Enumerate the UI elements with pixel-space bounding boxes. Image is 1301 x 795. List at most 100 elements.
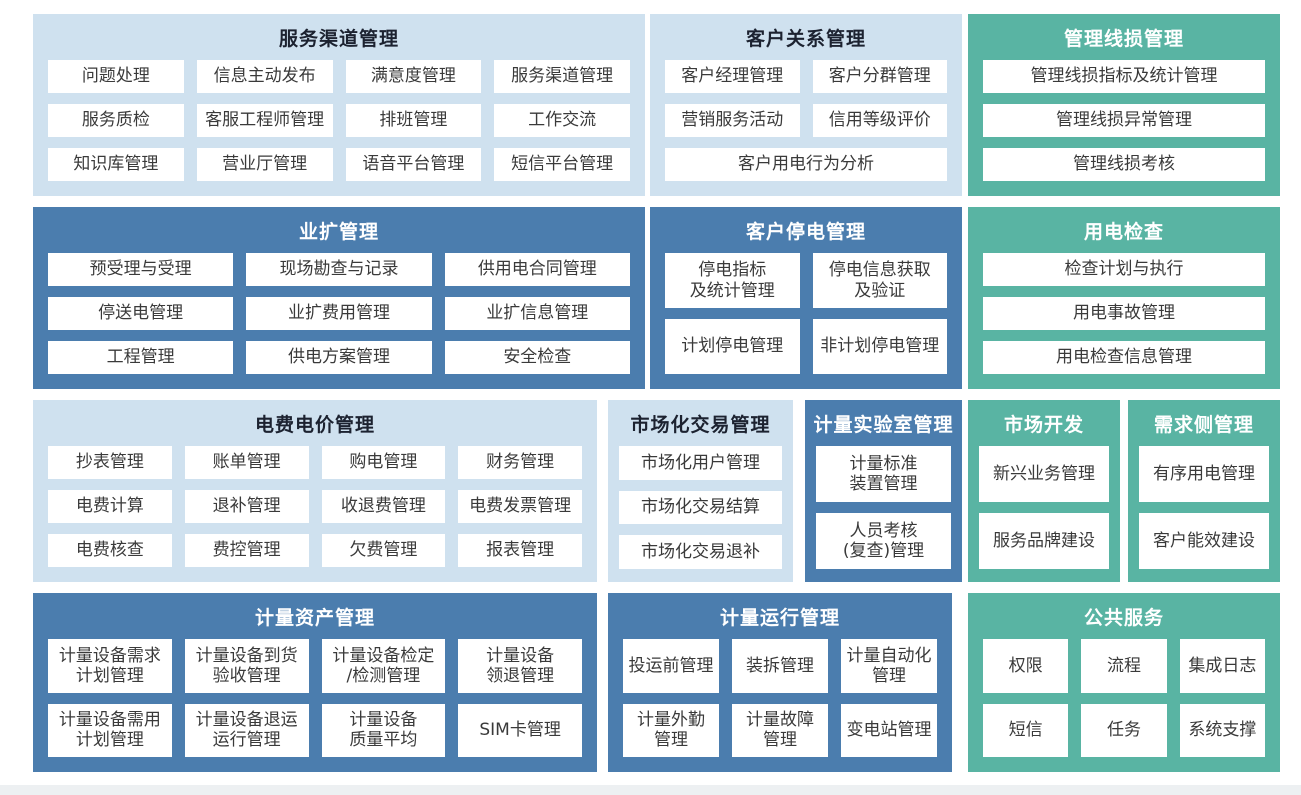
module-cell: 服务渠道管理 [494,60,630,93]
module-cell: 抄表管理 [48,446,172,479]
module-cell: 营销服务活动 [665,104,800,137]
panel-cells: 客户经理管理客户分群管理营销服务活动信用等级评价客户用电行为分析 [650,60,962,196]
panel-cells: 抄表管理账单管理购电管理财务管理电费计算退补管理收退费管理电费发票管理电费核查费… [33,446,597,582]
module-cell: 客户用电行为分析 [665,148,947,181]
module-cell: 语音平台管理 [345,148,482,181]
module-cell: 问题处理 [48,60,184,93]
panel-cells: 计量标准 装置管理人员考核 (复查)管理 [805,446,962,582]
module-cell: 计量设备到货 验收管理 [184,639,309,693]
module-cell: 信用等级评价 [812,104,947,137]
module-cell: 计量设备 质量平均 [321,703,446,757]
module-cell: 用电事故管理 [983,297,1265,330]
module-cell: 短信 [983,703,1069,757]
panel-tariff: 电费电价管理 抄表管理账单管理购电管理财务管理电费计算退补管理收退费管理电费发票… [33,400,597,582]
module-cell: 费控管理 [184,534,309,567]
module-cell: 停电信息获取 及验证 [812,253,947,308]
panel-cells: 计量设备需求 计划管理计量设备到货 验收管理计量设备检定 /检测管理计量设备 领… [33,639,597,772]
module-cell: 计量设备需用 计划管理 [48,703,172,757]
panel-title: 客户停电管理 [745,220,866,243]
module-cell: 停送电管理 [48,297,234,330]
panel-title: 业扩管理 [298,220,379,243]
panel-cells: 管理线损指标及统计管理管理线损异常管理管理线损考核 [968,60,1280,196]
module-cell: 权限 [983,639,1069,693]
panel-power-inspection: 用电检查 检查计划与执行用电事故管理用电检查信息管理 [968,207,1280,389]
module-cell: 计量设备退运 运行管理 [184,703,309,757]
panel-customer-relation: 客户关系管理 客户经理管理客户分群管理营销服务活动信用等级评价客户用电行为分析 [650,14,962,196]
module-cell: 电费核查 [48,534,172,567]
module-cell: 系统支撑 [1179,703,1265,757]
panel-cells: 问题处理信息主动发布满意度管理服务渠道管理服务质检客服工程师管理排班管理工作交流… [33,60,645,196]
module-cell: 市场化交易结算 [619,490,782,525]
panel-metering-lab: 计量实验室管理 计量标准 装置管理人员考核 (复查)管理 [805,400,962,582]
module-cell: 停电指标 及统计管理 [665,253,800,308]
module-cell: 预受理与受理 [48,253,234,286]
module-cell: 任务 [1081,703,1167,757]
module-cell: 计量设备检定 /检测管理 [321,639,446,693]
page-bottom-edge [0,785,1301,795]
panel-business-expansion: 业扩管理 预受理与受理现场勘查与记录供用电合同管理停送电管理业扩费用管理业扩信息… [33,207,645,389]
module-cell: SIM卡管理 [458,703,582,757]
module-cell: 业扩费用管理 [246,297,432,330]
module-cell: 电费计算 [48,490,172,523]
module-cell: 服务质检 [48,104,184,137]
module-cell: 满意度管理 [345,60,482,93]
panel-cells: 市场化用户管理市场化交易结算市场化交易退补 [608,446,793,582]
module-cell: 计量故障 管理 [732,703,828,757]
panel-cells: 新兴业务管理服务品牌建设 [968,446,1120,582]
module-cell: 报表管理 [458,534,582,567]
panel-title: 市场化交易管理 [630,413,771,436]
panel-cells: 停电指标 及统计管理停电信息获取 及验证计划停电管理非计划停电管理 [650,253,962,389]
panel-title: 管理线损管理 [1063,27,1184,50]
module-cell: 投运前管理 [623,639,719,693]
module-cell: 退补管理 [184,490,309,523]
panel-public-service: 公共服务 权限流程集成日志短信任务系统支撑 [968,593,1280,772]
module-cell: 非计划停电管理 [812,319,947,374]
panel-title: 计量实验室管理 [813,413,954,436]
module-cell: 客户经理管理 [665,60,800,93]
module-cell: 计量自动化 管理 [841,639,937,693]
module-cell: 供电方案管理 [246,341,432,374]
panel-service-channel: 服务渠道管理 问题处理信息主动发布满意度管理服务渠道管理服务质检客服工程师管理排… [33,14,645,196]
module-cell: 欠费管理 [321,534,446,567]
module-cell: 装拆管理 [732,639,828,693]
module-cell: 流程 [1081,639,1167,693]
module-cell: 现场勘查与记录 [246,253,432,286]
module-cell: 管理线损异常管理 [983,104,1265,137]
module-cell: 计量标准 装置管理 [816,446,951,502]
panel-title: 用电检查 [1083,220,1164,243]
panel-cells: 投运前管理装拆管理计量自动化 管理计量外勤 管理计量故障 管理变电站管理 [608,639,952,772]
module-cell: 工程管理 [48,341,234,374]
module-cell: 人员考核 (复查)管理 [816,513,951,569]
module-cell: 收退费管理 [321,490,446,523]
module-cell: 计量设备需求 计划管理 [48,639,172,693]
module-cell: 新兴业务管理 [979,446,1109,502]
module-cell: 营业厅管理 [196,148,333,181]
module-cell: 客服工程师管理 [196,104,333,137]
module-cell: 财务管理 [458,446,582,479]
panel-title: 需求侧管理 [1153,413,1254,436]
panel-title: 服务渠道管理 [278,27,399,50]
panel-cells: 有序用电管理客户能效建设 [1128,446,1280,582]
module-cell: 有序用电管理 [1139,446,1269,502]
module-cell: 电费发票管理 [458,490,582,523]
module-cell: 检查计划与执行 [983,253,1265,286]
panel-cells: 权限流程集成日志短信任务系统支撑 [968,639,1280,772]
module-cell: 集成日志 [1179,639,1265,693]
module-cell: 客户分群管理 [812,60,947,93]
module-cell: 计量设备 领退管理 [458,639,582,693]
module-cell: 工作交流 [494,104,630,137]
module-cell: 信息主动发布 [196,60,333,93]
panel-title: 计量运行管理 [719,606,840,629]
panel-metering-operation: 计量运行管理 投运前管理装拆管理计量自动化 管理计量外勤 管理计量故障 管理变电… [608,593,952,772]
panel-customer-outage: 客户停电管理 停电指标 及统计管理停电信息获取 及验证计划停电管理非计划停电管理 [650,207,962,389]
panel-market-trade: 市场化交易管理 市场化用户管理市场化交易结算市场化交易退补 [608,400,793,582]
module-cell: 市场化用户管理 [619,446,782,480]
panel-title: 计量资产管理 [254,606,375,629]
module-cell: 安全检查 [444,341,630,374]
module-cell: 市场化交易退补 [619,535,782,569]
module-cell: 供用电合同管理 [444,253,630,286]
panel-market-dev: 市场开发 新兴业务管理服务品牌建设 [968,400,1120,582]
module-cell: 购电管理 [321,446,446,479]
panel-metering-asset: 计量资产管理 计量设备需求 计划管理计量设备到货 验收管理计量设备检定 /检测管… [33,593,597,772]
